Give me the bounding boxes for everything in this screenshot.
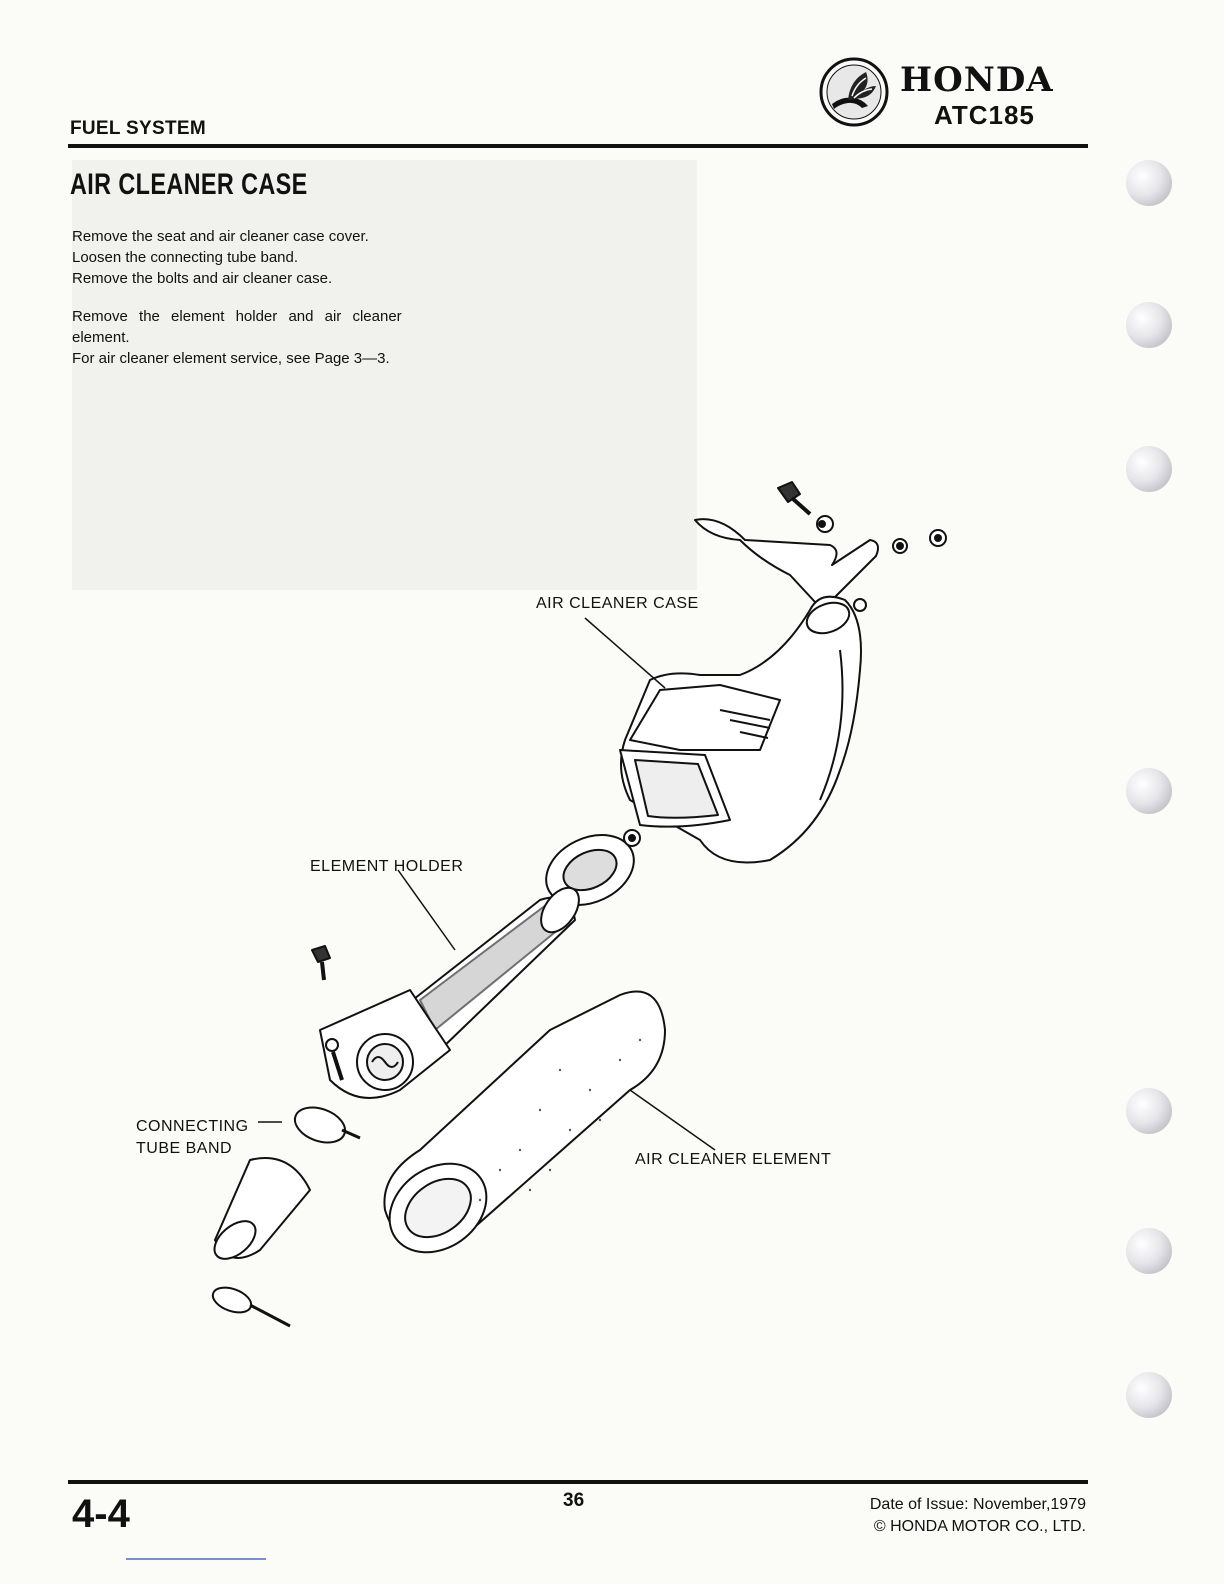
label-element-holder: ELEMENT HOLDER xyxy=(310,858,464,875)
issue-info: Date of Issue: November,1979 © HONDA MOT… xyxy=(870,1494,1086,1538)
instruction-paragraph-2: Remove the element holder and air cleane… xyxy=(72,306,437,369)
copyright: © HONDA MOTOR CO., LTD. xyxy=(873,1518,1086,1535)
brand-block: HONDA ATC185 xyxy=(818,56,1088,136)
label-line: CONNECTING xyxy=(136,1118,249,1135)
binder-hole-icon xyxy=(1126,302,1172,348)
page-title: AIR CLEANER CASE xyxy=(70,168,308,201)
page-number: 4-4 xyxy=(72,1492,130,1536)
bolt-left xyxy=(311,945,331,981)
section-label: FUEL SYSTEM xyxy=(70,118,206,139)
exploded-view-diagram xyxy=(211,481,947,1328)
scan-artifact-line xyxy=(126,1558,266,1560)
bolt-top xyxy=(777,481,812,516)
air-cleaner-element xyxy=(383,990,666,1254)
footer-rule xyxy=(68,1480,1088,1484)
binder-hole-icon xyxy=(1126,446,1172,492)
label-connecting-tube-band: CONNECTING TUBE BAND xyxy=(136,1116,249,1160)
label-air-cleaner-case: AIR CLEANER CASE xyxy=(536,595,699,612)
model-name: ATC185 xyxy=(934,100,1035,130)
binder-hole-icon xyxy=(1126,1372,1172,1418)
instruction-line: Remove the seat and air cleaner case cov… xyxy=(72,228,369,245)
binder-hole-icon xyxy=(1126,1228,1172,1274)
element-holder xyxy=(319,886,580,1099)
binder-hole-icon xyxy=(1126,1088,1172,1134)
instruction-line: For air cleaner element service, see Pag… xyxy=(72,350,390,367)
bleed-through-area xyxy=(72,160,697,590)
binder-hole-icon xyxy=(1126,768,1172,814)
brand-name: HONDA xyxy=(900,60,1054,100)
leader-lines xyxy=(258,617,716,1151)
instruction-line: Remove the bolts and air cleaner case. xyxy=(72,270,333,287)
instruction-line: element. xyxy=(72,329,130,346)
label-air-cleaner-element: AIR CLEANER ELEMENT xyxy=(635,1151,832,1168)
instruction-line: Loosen the connecting tube band. xyxy=(72,249,299,266)
header-rule xyxy=(68,144,1088,148)
mounting-bracket xyxy=(694,515,947,612)
connecting-tube xyxy=(211,1106,361,1328)
binder-hole-icon xyxy=(1126,160,1172,206)
sequence-number: 36 xyxy=(563,1490,585,1511)
screw-left xyxy=(325,1038,344,1081)
instruction-line: Remove the element holder and air cleane… xyxy=(72,308,402,325)
issue-date: Date of Issue: November,1979 xyxy=(869,1496,1086,1513)
label-line: TUBE BAND xyxy=(136,1140,233,1157)
instruction-paragraph-1: Remove the seat and air cleaner case cov… xyxy=(72,226,437,289)
honda-wing-logo-icon xyxy=(819,57,889,127)
air-cleaner-case xyxy=(619,595,862,864)
